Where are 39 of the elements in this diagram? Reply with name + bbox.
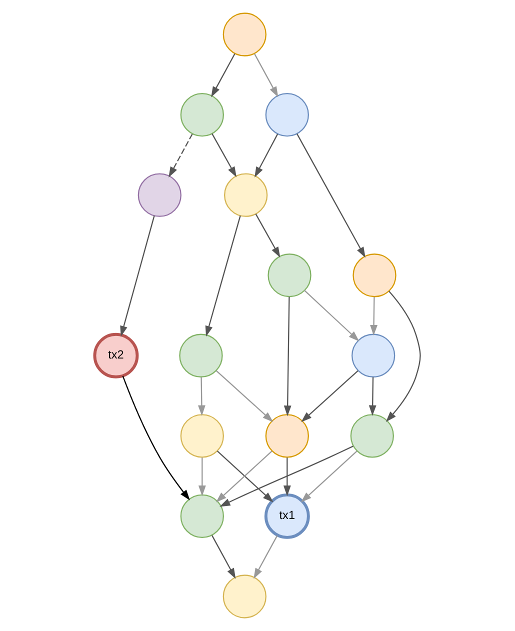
node-circle xyxy=(265,92,309,137)
arrow xyxy=(220,446,354,507)
node-circle xyxy=(180,414,224,458)
arrow xyxy=(301,370,358,422)
arrow xyxy=(386,290,421,422)
node-circle xyxy=(179,334,223,378)
node-circle xyxy=(352,254,396,298)
arrow xyxy=(255,214,280,258)
arrow xyxy=(368,377,376,416)
arrow xyxy=(216,370,274,422)
arrow xyxy=(212,133,237,178)
arrow xyxy=(211,54,236,98)
node-circle xyxy=(352,334,396,378)
arrow xyxy=(300,450,358,502)
arrow xyxy=(198,458,206,496)
arrow xyxy=(370,297,378,336)
arrow xyxy=(284,296,292,416)
node-circle xyxy=(268,254,312,298)
node-circle xyxy=(180,92,224,137)
arrow xyxy=(212,535,236,579)
arrow xyxy=(168,134,193,178)
arrow xyxy=(205,216,241,337)
arrow xyxy=(254,54,278,98)
arrow xyxy=(296,134,366,258)
arrow xyxy=(122,376,190,500)
node-circle xyxy=(350,414,394,458)
arrow xyxy=(120,216,155,337)
arrow xyxy=(254,535,278,579)
arrow xyxy=(304,290,360,342)
node-circle xyxy=(265,414,309,458)
arrow xyxy=(254,134,278,178)
node-circle xyxy=(222,574,266,618)
node-circle xyxy=(138,173,182,217)
arrow xyxy=(283,458,291,496)
node-circle xyxy=(224,173,268,217)
node-circle: tx2 xyxy=(93,332,139,378)
node-circle xyxy=(180,494,224,538)
arrow xyxy=(198,377,206,416)
node-circle xyxy=(222,12,266,56)
